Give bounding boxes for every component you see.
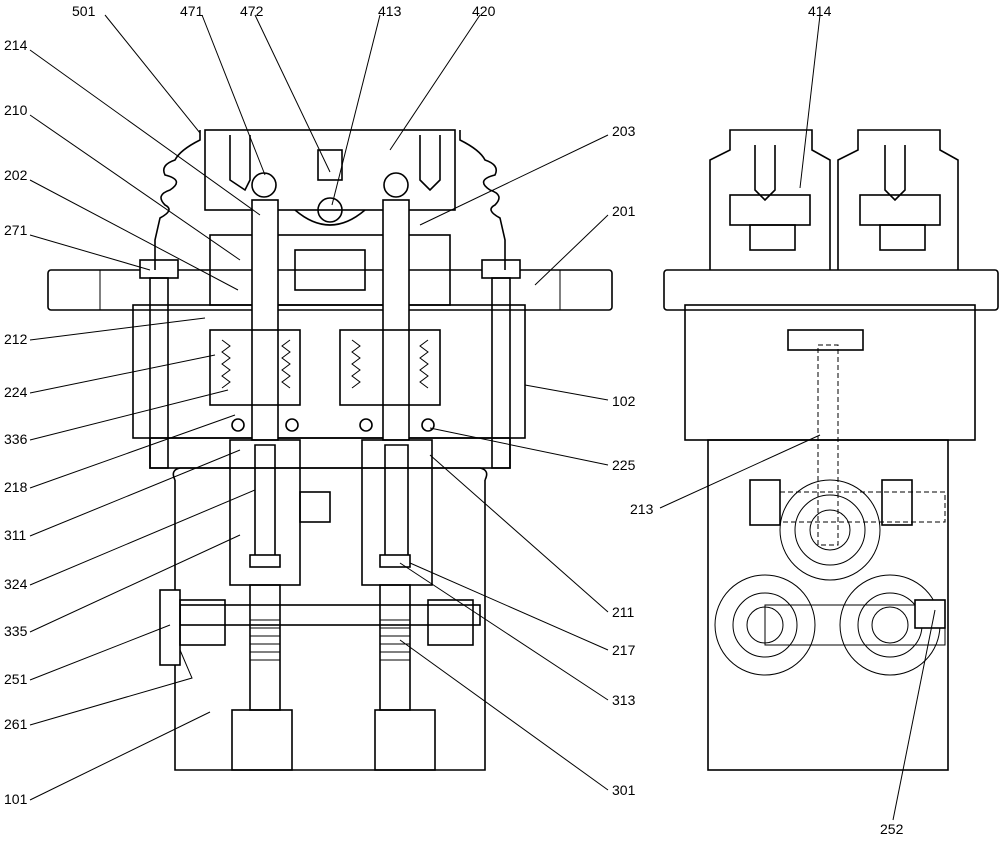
label-413: 413 (378, 3, 402, 19)
upper-port (779, 479, 881, 581)
label-311: 311 (4, 527, 27, 543)
label-335: 335 (4, 623, 28, 639)
left-port (714, 574, 816, 676)
label-271: 271 (4, 222, 28, 238)
label-501: 501 (72, 3, 96, 19)
leader-lines (29, 14, 936, 821)
label-336: 336 (4, 431, 28, 447)
section-view (47, 129, 613, 771)
label-210: 210 (4, 102, 28, 118)
label-101: 101 (4, 791, 28, 807)
ball-center (317, 197, 343, 223)
label-211: 211 (612, 604, 635, 620)
label-217: 217 (612, 642, 636, 658)
label-261: 261 (4, 716, 28, 732)
label-225: 225 (612, 457, 636, 473)
label-203: 203 (612, 123, 636, 139)
flange-plate (47, 269, 613, 311)
label-472: 472 (240, 3, 264, 19)
label-202: 202 (4, 167, 28, 183)
boot-outline (154, 130, 201, 270)
label-212: 212 (4, 331, 28, 347)
label-301: 301 (612, 782, 636, 798)
right-spool (379, 584, 411, 711)
label-213: 213 (630, 501, 654, 517)
middle-body (132, 304, 526, 439)
label-471: 471 (180, 3, 204, 19)
left-spool (249, 584, 281, 711)
side-boot-right (837, 129, 959, 270)
label-414: 414 (808, 3, 832, 19)
label-420: 420 (472, 3, 496, 19)
label-252: 252 (880, 821, 904, 837)
label-251: 251 (4, 671, 28, 687)
label-224: 224 (4, 384, 28, 400)
label-201: 201 (612, 203, 636, 219)
label-214: 214 (4, 37, 28, 53)
label-324: 324 (4, 576, 28, 592)
ball-left (251, 172, 277, 198)
side-view (663, 129, 999, 771)
label-218: 218 (4, 479, 28, 495)
left-pusher (251, 199, 279, 441)
side-boot-left (709, 129, 831, 270)
label-102: 102 (612, 393, 636, 409)
reference-labels: 501 471 472 413 420 414 214 210 202 271 … (4, 3, 904, 837)
ball-right (383, 172, 409, 198)
right-bolt-head (481, 259, 521, 279)
side-middle-body (684, 304, 976, 441)
top-plate (204, 129, 456, 211)
label-313: 313 (612, 692, 636, 708)
right-pusher (382, 199, 410, 441)
side-flange (663, 269, 999, 311)
